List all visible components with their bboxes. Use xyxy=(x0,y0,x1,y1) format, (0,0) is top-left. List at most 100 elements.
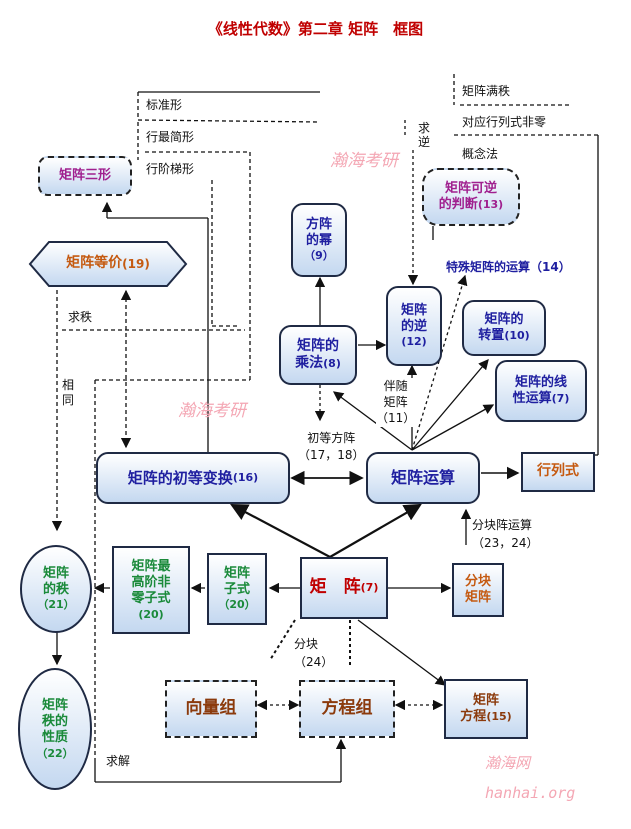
label-fenkuai-line: （24） xyxy=(294,655,334,669)
node-zhuanzhi-num: (10) xyxy=(504,329,530,342)
node-dengjia-text: 矩阵等价 xyxy=(66,255,123,272)
node-zhuanzhi-line: 矩阵的 xyxy=(484,311,524,327)
node-fangcheng-text: 方程组 xyxy=(321,698,373,719)
node-zhixingzhi: 矩阵 秩的 性质 （22） xyxy=(18,668,92,790)
watermark: 瀚海考研 xyxy=(178,401,246,421)
watermark: 瀚海网 xyxy=(485,754,531,772)
node-mi-num: （9） xyxy=(304,249,334,263)
node-xianxing-line2: 性运算 xyxy=(512,391,552,406)
node-mi-line: 的幂 xyxy=(305,233,332,249)
node-zhi-num: （21） xyxy=(37,598,75,612)
label-chudeng: 初等方阵 （17，18） xyxy=(298,430,365,464)
node-juzhen-num: (7) xyxy=(360,581,379,595)
label-bansui-line: 矩阵 xyxy=(383,395,408,410)
node-niju-num: (12) xyxy=(401,335,427,349)
node-zhi-line: 的秩 xyxy=(42,582,69,598)
label-fenkuaiyunsuan-line: （23，24） xyxy=(472,536,539,550)
node-chengfa-line: 矩阵的 xyxy=(297,337,339,354)
node-zuigao-num: (20) xyxy=(138,607,164,621)
node-bianhuan-text: 矩阵的初等变换 xyxy=(127,468,233,487)
label-biaozhun: 标准形 xyxy=(146,96,183,113)
node-jzfc-line2: 方程 xyxy=(460,709,487,724)
node-jzfc-num: (15) xyxy=(486,710,512,723)
node-xiangliang: 向量组 xyxy=(165,680,257,738)
node-xianxing-num: (7) xyxy=(551,392,570,405)
label-chudeng-line: 初等方阵 xyxy=(307,431,356,445)
node-xianxing-line: 矩阵的线 xyxy=(514,374,567,390)
node-chengfa: 矩阵的 乘法(8) xyxy=(279,325,357,385)
label-fenkuaiyunsuan: 分块阵运算 （23，24） xyxy=(472,516,539,552)
node-zhuanzhi: 矩阵的 转置(10) xyxy=(462,300,546,356)
node-zuigao-line: 高阶非 xyxy=(131,575,171,590)
label-hangzuijian: 行最简形 xyxy=(146,128,195,145)
node-mi-line: 方阵 xyxy=(305,216,332,232)
node-zhi-line: 矩阵 xyxy=(42,565,69,581)
node-niju-line: 的逆 xyxy=(400,319,427,335)
node-fenkuai-line: 分块 xyxy=(464,573,491,589)
node-zhixingzhi-line: 性质 xyxy=(41,730,68,746)
node-zhixingzhi-num: （22） xyxy=(36,746,74,760)
node-zhuanzhi-line: 转置(10) xyxy=(478,328,529,344)
node-dengjia: 矩阵等价(19) xyxy=(30,242,186,286)
label-bansui-line: 伴随 xyxy=(383,379,408,393)
node-sanxing-text: 矩阵三形 xyxy=(58,167,111,183)
node-jzfc: 矩阵 方程(15) xyxy=(444,679,528,739)
node-chengfa-line: 乘法(8) xyxy=(295,355,341,373)
node-hangleishi: 行列式 xyxy=(521,452,595,492)
node-kenipan: 矩阵可逆 的判断(13) xyxy=(422,168,520,226)
node-fenkuai-line: 矩阵 xyxy=(464,590,491,605)
node-jzfc-line: 矩阵 xyxy=(472,692,499,708)
label-gainian: 概念法 xyxy=(462,145,499,162)
page-title: 《线性代数》第二章 矩阵 框图 xyxy=(207,20,424,38)
node-zuigao: 矩阵最 高阶非 零子式 (20) xyxy=(112,546,190,634)
node-niju-line: 矩阵 xyxy=(400,302,427,318)
node-jzfc-line: 方程(15) xyxy=(460,709,511,725)
label-fenkuaiyunsuan-line: 分块阵运算 xyxy=(472,518,533,532)
node-chengfa-num: (8) xyxy=(323,357,341,370)
node-zhuanzhi-line2: 转置 xyxy=(478,328,505,343)
node-zhixingzhi-line: 秩的 xyxy=(41,714,68,729)
node-zishi-num: （20） xyxy=(218,598,256,612)
label-qiuzhi: 求秩 xyxy=(68,308,93,325)
node-kenipan-line2: 的判断 xyxy=(438,197,478,212)
label-manzhi: 矩阵满秩 xyxy=(462,82,511,99)
label-qiujie: 求解 xyxy=(106,752,131,769)
node-yunsuan-text: 矩阵运算 xyxy=(390,468,455,487)
node-kenipan-line: 矩阵可逆 xyxy=(444,180,497,196)
label-xiangtong: 相同 xyxy=(62,378,75,408)
node-zishi: 矩阵 子式 （20） xyxy=(207,553,267,625)
node-fenkuai: 分块 矩阵 xyxy=(452,563,504,617)
label-hangjieti: 行阶梯形 xyxy=(146,160,195,177)
label-fenkuai-line: 分块 xyxy=(294,637,319,651)
node-xianxing-line: 性运算(7) xyxy=(513,391,570,407)
node-xiangliang-text: 向量组 xyxy=(185,698,237,719)
node-chengfa-line2: 乘法 xyxy=(295,355,324,371)
node-fangcheng: 方程组 xyxy=(299,680,395,738)
watermark: 瀚海考研 xyxy=(330,151,398,171)
node-zuigao-line: 零子式 xyxy=(131,591,171,607)
node-zhi: 矩阵 的秩 （21） xyxy=(20,545,92,633)
label-bansui-num: （11） xyxy=(376,411,416,426)
node-zishi-line: 子式 xyxy=(223,582,250,598)
node-niju: 矩阵 的逆 (12) xyxy=(386,286,442,366)
node-sanxing: 矩阵三形 xyxy=(38,156,132,196)
node-hangleishi-text: 行列式 xyxy=(537,463,579,480)
label-teshu: 特殊矩阵的运算（14） xyxy=(446,258,571,275)
label-qiuni: 求逆 xyxy=(418,121,431,150)
label-chudeng-line: （17，18） xyxy=(298,447,365,462)
node-kenipan-line: 的判断(13) xyxy=(439,197,503,213)
node-juzhen: 矩 阵(7) xyxy=(300,557,388,619)
node-juzhen-text: 矩 阵 xyxy=(309,577,361,598)
node-dengjia-num: (19) xyxy=(122,256,150,271)
node-kenipan-num: (13) xyxy=(477,198,504,211)
node-xianxing: 矩阵的线 性运算(7) xyxy=(495,360,587,422)
label-bansui: 伴随 矩阵 （11） xyxy=(376,378,416,427)
node-zuigao-line: 矩阵最 xyxy=(131,558,171,574)
node-zhixingzhi-line: 矩阵 xyxy=(41,697,68,713)
node-bianhuan-num: (16) xyxy=(232,471,259,485)
node-mi: 方阵 的幂 （9） xyxy=(291,203,347,277)
node-yunsuan: 矩阵运算 xyxy=(366,452,480,504)
node-zishi-line: 矩阵 xyxy=(223,565,250,581)
watermark: hanhai.org xyxy=(485,784,576,802)
label-duiying: 对应行列式非零 xyxy=(462,113,547,130)
